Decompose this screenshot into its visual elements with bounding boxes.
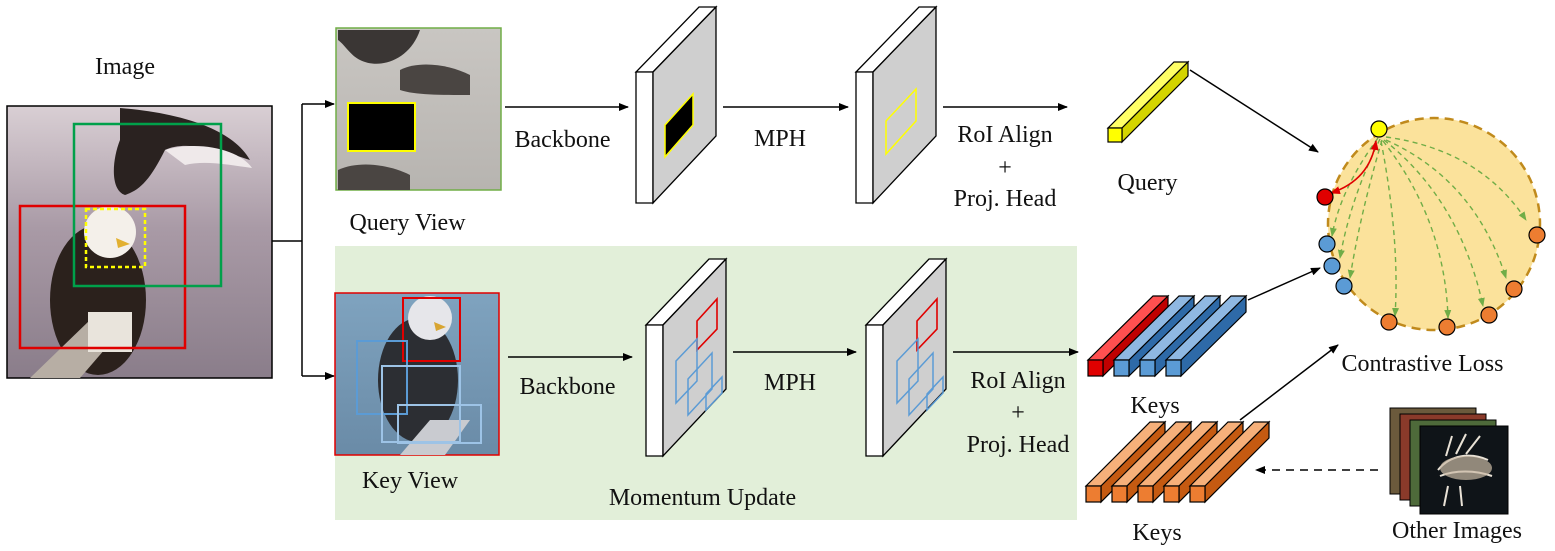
key-vectors-negative — [1084, 420, 1271, 504]
bottom-pipeline-arrows — [508, 267, 1378, 474]
label-roi-bottom-2: + — [1011, 400, 1025, 426]
feature-map-backbone-top — [634, 5, 718, 205]
label-backbone-bottom: Backbone — [519, 374, 616, 400]
query-view-image — [335, 27, 502, 191]
label-roi-bottom-3: Proj. Head — [966, 432, 1070, 458]
label-roi-top-2: + — [998, 155, 1012, 181]
feature-map-mph-top — [854, 5, 938, 205]
label-keys-negative: Keys — [1132, 520, 1182, 546]
source-eagle-image — [6, 105, 273, 379]
label-roi-top-1: RoI Align — [957, 122, 1053, 148]
contrastive-loss-sphere — [1316, 116, 1546, 336]
feature-map-backbone-bottom — [644, 257, 728, 458]
label-query: Query — [1117, 170, 1178, 196]
label-roi-bottom-1: RoI Align — [970, 368, 1066, 394]
key-view-image — [334, 292, 500, 456]
label-image: Image — [95, 54, 155, 80]
label-mph-top: MPH — [753, 126, 807, 152]
label-mph-bottom: MPH — [763, 370, 817, 396]
label-momentum-update: Momentum Update — [608, 485, 797, 511]
other-images-stack — [1389, 407, 1509, 515]
query-vector — [1106, 60, 1190, 144]
label-key-view: Key View — [361, 468, 459, 494]
label-query-view: Query View — [349, 210, 466, 236]
label-roi-top-3: Proj. Head — [953, 186, 1057, 212]
label-backbone-top: Backbone — [514, 127, 611, 153]
key-vectors-positive — [1086, 294, 1248, 378]
label-keys-positive: Keys — [1130, 393, 1180, 419]
top-pipeline-arrows — [505, 69, 1319, 153]
label-other-images: Other Images — [1392, 518, 1522, 544]
split-connector — [272, 100, 335, 380]
feature-map-mph-bottom — [864, 257, 948, 458]
label-contrastive-loss: Contrastive Loss — [1341, 351, 1504, 377]
